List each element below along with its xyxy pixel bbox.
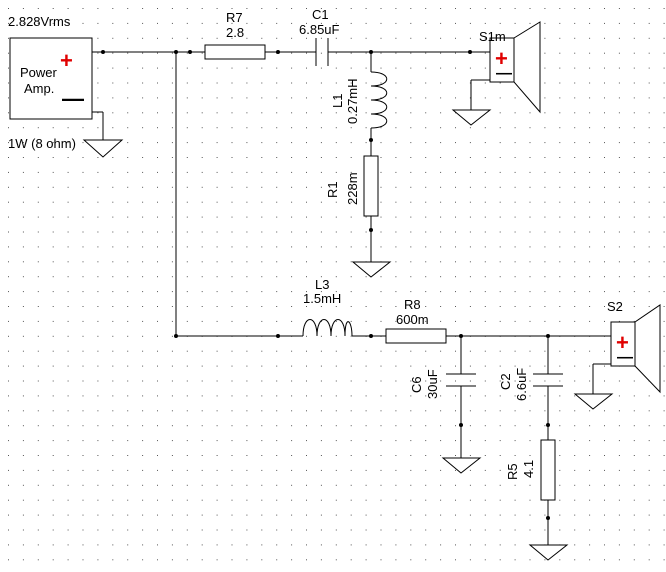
l1-value-label: 0.27mH [345, 78, 360, 124]
capacitor-c6[interactable] [446, 373, 476, 387]
c6-value-label: 30uF [425, 369, 440, 399]
l1-ref-label: L1 [330, 94, 345, 108]
capacitor-c1[interactable] [315, 38, 329, 66]
r1-ground-symbol [351, 261, 392, 278]
s2-ref-label: S2 [607, 299, 623, 314]
c2-ref-label: C2 [498, 373, 513, 390]
l3-value-label: 1.5mH [303, 291, 341, 306]
capacitor-c2[interactable] [533, 373, 563, 387]
r8-value-label: 600m [396, 312, 429, 327]
amp-plus-sign: + [60, 48, 73, 73]
resistor-r8[interactable] [385, 328, 447, 344]
c1-value-label: 6.85uF [299, 22, 340, 37]
amp-box [9, 37, 93, 120]
r5-value-label: 4.1 [521, 460, 536, 478]
s1m-plus-sign: + [495, 46, 508, 71]
speaker-s2[interactable]: + — [610, 304, 661, 394]
s1m-minus-sign: — [496, 65, 512, 82]
s1m-cone [513, 21, 541, 114]
resistor-r7[interactable] [204, 44, 266, 60]
grid-dots [8, 8, 665, 561]
junction-nodes [101, 50, 550, 520]
s2-cone [634, 304, 661, 394]
inductor-l1[interactable] [370, 71, 388, 129]
l1-coil [370, 71, 388, 129]
amp-ground-symbol [82, 139, 124, 158]
l3-ref-label: L3 [315, 277, 329, 292]
amp-label-line1: Power [20, 65, 58, 80]
s1m-ref-label: S1m [479, 29, 506, 44]
r8-body [385, 328, 447, 344]
amp-label-line2: Amp. [24, 81, 54, 96]
l3-coil [302, 319, 346, 337]
r1-body [363, 155, 379, 217]
c1-ref-label: C1 [312, 7, 329, 22]
r1-value-label: 228m [345, 172, 360, 205]
amp-voltage-label: 2.828Vrms [8, 14, 71, 29]
s1m-ground-symbol [451, 109, 492, 126]
r5-body [540, 439, 556, 501]
r7-ref-label: R7 [226, 10, 243, 25]
amp-minus-sign: — [62, 86, 84, 111]
power-amplifier[interactable]: Power Amp. + — [9, 37, 93, 120]
l3-coil-end [344, 321, 353, 337]
c2-value-label: 6.6uF [514, 368, 529, 401]
r8-ref-label: R8 [404, 297, 421, 312]
r5-ref-label: R5 [505, 463, 520, 480]
resistor-r5[interactable] [540, 439, 556, 501]
amp-power-label: 1W (8 ohm) [8, 136, 76, 151]
r5-ground-symbol [528, 544, 569, 561]
s2-plus-sign: + [616, 330, 629, 355]
r1-ref-label: R1 [325, 181, 340, 198]
r7-value-label: 2.8 [226, 25, 244, 40]
s2-minus-sign: — [617, 349, 633, 366]
s2-ground-symbol [573, 393, 614, 410]
r7-body [204, 44, 266, 60]
c6-ground-symbol [441, 457, 482, 474]
inductor-l3[interactable] [302, 319, 353, 337]
amp-wiring [92, 51, 205, 140]
c6-ref-label: C6 [409, 376, 424, 393]
resistor-r1[interactable] [363, 155, 379, 217]
speaker-s1m[interactable]: + — [489, 21, 541, 114]
